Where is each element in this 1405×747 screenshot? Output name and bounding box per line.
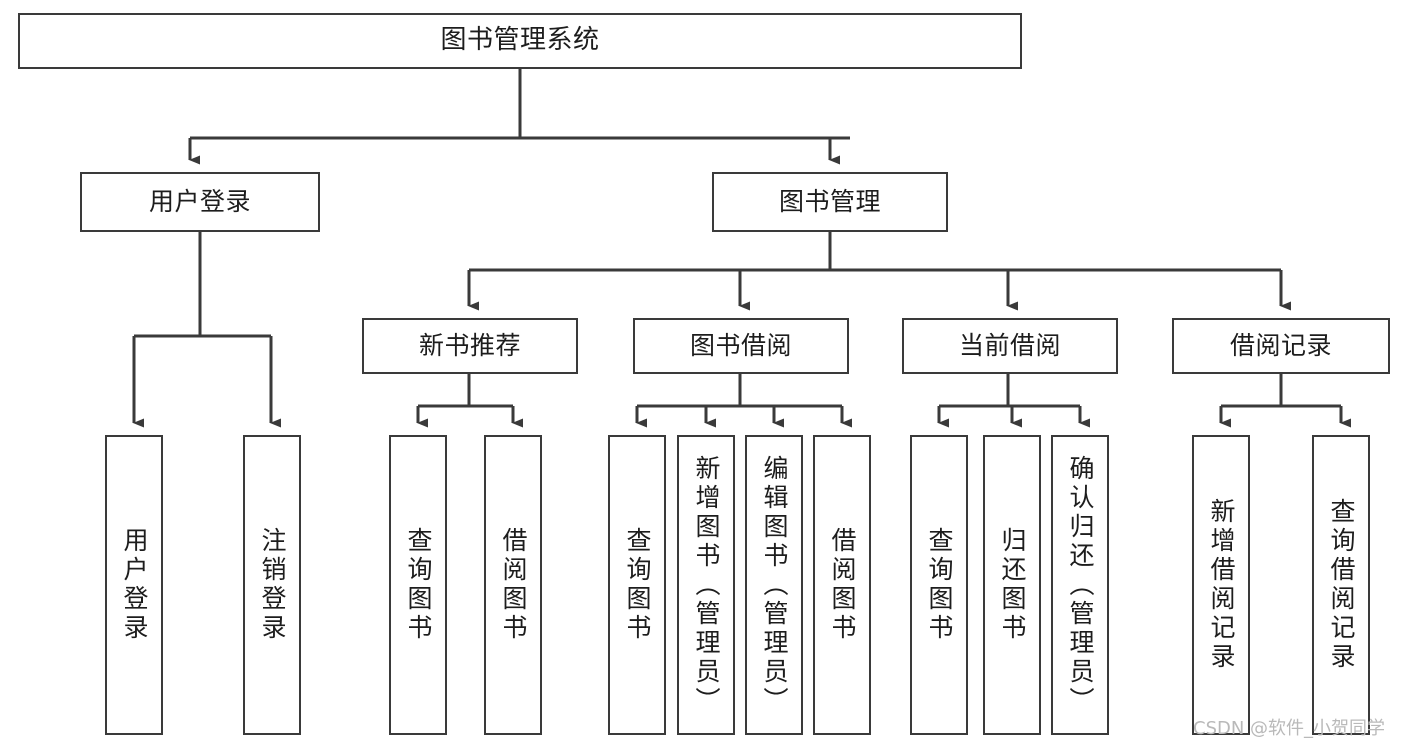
node-l_query2[interactable]: 查询图书 (608, 435, 666, 735)
node-records[interactable]: 借阅记录 (1172, 318, 1390, 374)
node-label: 借阅记录 (1229, 330, 1332, 360)
node-label: 用户登录 (148, 186, 251, 216)
node-label: 新增图书（管理员） (692, 454, 721, 716)
node-newbook[interactable]: 新书推荐 (362, 318, 578, 374)
node-label: 查询图书 (925, 527, 954, 643)
node-l_addrec[interactable]: 新增借阅记录 (1192, 435, 1250, 735)
node-label: 借阅图书 (828, 527, 857, 643)
node-bookmgmt[interactable]: 图书管理 (712, 172, 948, 232)
node-borrow[interactable]: 图书借阅 (633, 318, 849, 374)
node-login[interactable]: 用户登录 (80, 172, 320, 232)
edge-newbook-to-leaves (416, 374, 523, 428)
node-label: 查询图书 (404, 527, 433, 643)
node-l_borrow2[interactable]: 借阅图书 (813, 435, 871, 735)
node-l_query1[interactable]: 查询图书 (389, 435, 447, 735)
node-l_return[interactable]: 归还图书 (983, 435, 1041, 735)
node-l_query3[interactable]: 查询图书 (910, 435, 968, 735)
node-label: 查询图书 (623, 527, 652, 643)
edge-root-to-level1 (188, 69, 850, 165)
node-l_login[interactable]: 用户登录 (105, 435, 163, 735)
node-label: 当前借阅 (958, 330, 1061, 360)
node-label: 图书管理系统 (440, 25, 600, 56)
node-label: 新增借阅记录 (1207, 498, 1236, 672)
node-label: 图书借阅 (689, 330, 792, 360)
watermark: CSDN @软件_小贺同学 (1193, 718, 1386, 739)
node-label: 注销登录 (258, 527, 287, 643)
edge-borrow-to-leaves (635, 374, 852, 428)
node-label: 归还图书 (998, 527, 1027, 643)
node-l_confirm[interactable]: 确认归还（管理员） (1051, 435, 1109, 735)
node-root[interactable]: 图书管理系统 (18, 13, 1022, 69)
node-label: 编辑图书（管理员） (760, 454, 789, 716)
node-label: 图书管理 (778, 186, 881, 216)
node-label: 新书推荐 (418, 330, 521, 360)
node-label: 确认归还（管理员） (1066, 454, 1095, 716)
node-l_logout[interactable]: 注销登录 (243, 435, 301, 735)
node-label: 借阅图书 (499, 527, 528, 643)
node-l_borrow1[interactable]: 借阅图书 (484, 435, 542, 735)
node-label: 用户登录 (120, 527, 149, 643)
edge-current-to-leaves (937, 374, 1090, 428)
edge-login-to-leaves (132, 232, 281, 428)
node-l_add[interactable]: 新增图书（管理员） (677, 435, 735, 735)
edge-records-to-leaves (1219, 374, 1351, 428)
node-l_edit[interactable]: 编辑图书（管理员） (745, 435, 803, 735)
node-current[interactable]: 当前借阅 (902, 318, 1118, 374)
edge-bookmgmt-to-level2 (467, 232, 1291, 311)
node-l_queryrec[interactable]: 查询借阅记录 (1312, 435, 1370, 735)
node-label: 查询借阅记录 (1327, 498, 1356, 672)
